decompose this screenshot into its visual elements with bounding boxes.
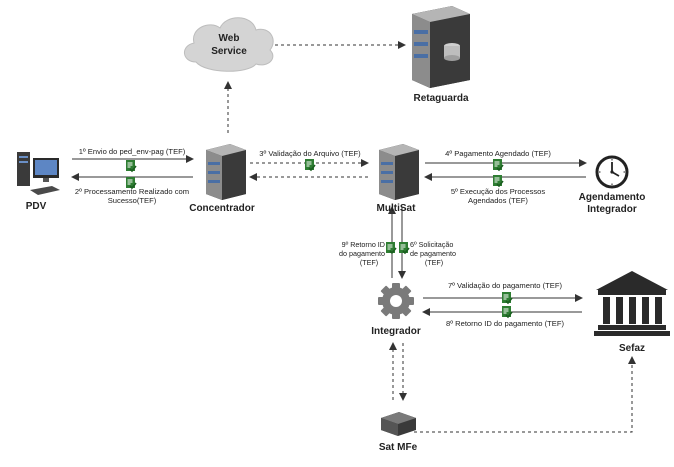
node-pdv: PDV [26,201,47,212]
node-agendamento-line1: Agendamento [579,192,646,203]
computer-icon [17,152,60,195]
edge-label-5-line1: 5º Execução dos Processos [451,187,546,196]
edge-label-5-line2: Agendados (TEF) [468,196,528,205]
node-web-service-line1: Web [219,33,240,44]
edge-label-1: 1º Envio do ped_env-pag (TEF) [79,147,186,156]
document-icon [501,291,513,304]
document-icon [492,158,504,171]
document-icon [501,305,513,318]
node-concentrador: Concentrador [189,203,255,214]
document-icon [492,174,504,187]
edge-label-6-line2: de pagamento [410,249,456,258]
edge-label-9-line1: 9º Retorno ID [342,240,385,249]
edge-label-3: 3º Validação do Arquivo (TEF) [259,149,361,158]
gear-icon [378,283,414,319]
clock-icon [595,155,629,189]
node-agendamento-line2: Integrador [587,204,637,215]
server-icon [206,144,246,200]
node-web-service-line2: Service [211,46,247,57]
server-icon [412,6,470,88]
node-sat-mfe: Sat MFe [379,442,418,453]
node-integrador: Integrador [371,326,421,337]
edge-label-2-line2: Sucesso(TEF) [108,196,157,205]
edge-label-2-line1: 2º Processamento Realizado com [75,187,189,196]
edge-label-6-line1: 6º Solicitação [410,240,453,249]
edge-label-6-line3: (TEF) [425,258,443,267]
edge-label-4: 4º Pagamento Agendado (TEF) [445,149,551,158]
edge-label-9-line2: do pagamento [339,249,385,258]
device-icon [381,412,416,436]
document-icon [385,241,397,254]
document-icon [398,241,410,254]
edge-label-8: 8º Retorno ID do pagamento (TEF) [446,319,564,328]
edge-satmfe-sefaz [414,356,636,433]
edge-label-7: 7º Validação do pagamento (TEF) [448,281,563,290]
node-sefaz: Sefaz [619,343,645,354]
document-icon [304,158,316,171]
node-multisat: MultiSat [377,203,417,214]
node-retaguarda: Retaguarda [413,93,468,104]
document-icon [125,159,137,172]
server-icon [379,144,419,200]
cloud-icon [184,17,274,72]
government-building-icon [594,271,670,336]
edge-label-9-line3: (TEF) [360,258,378,267]
